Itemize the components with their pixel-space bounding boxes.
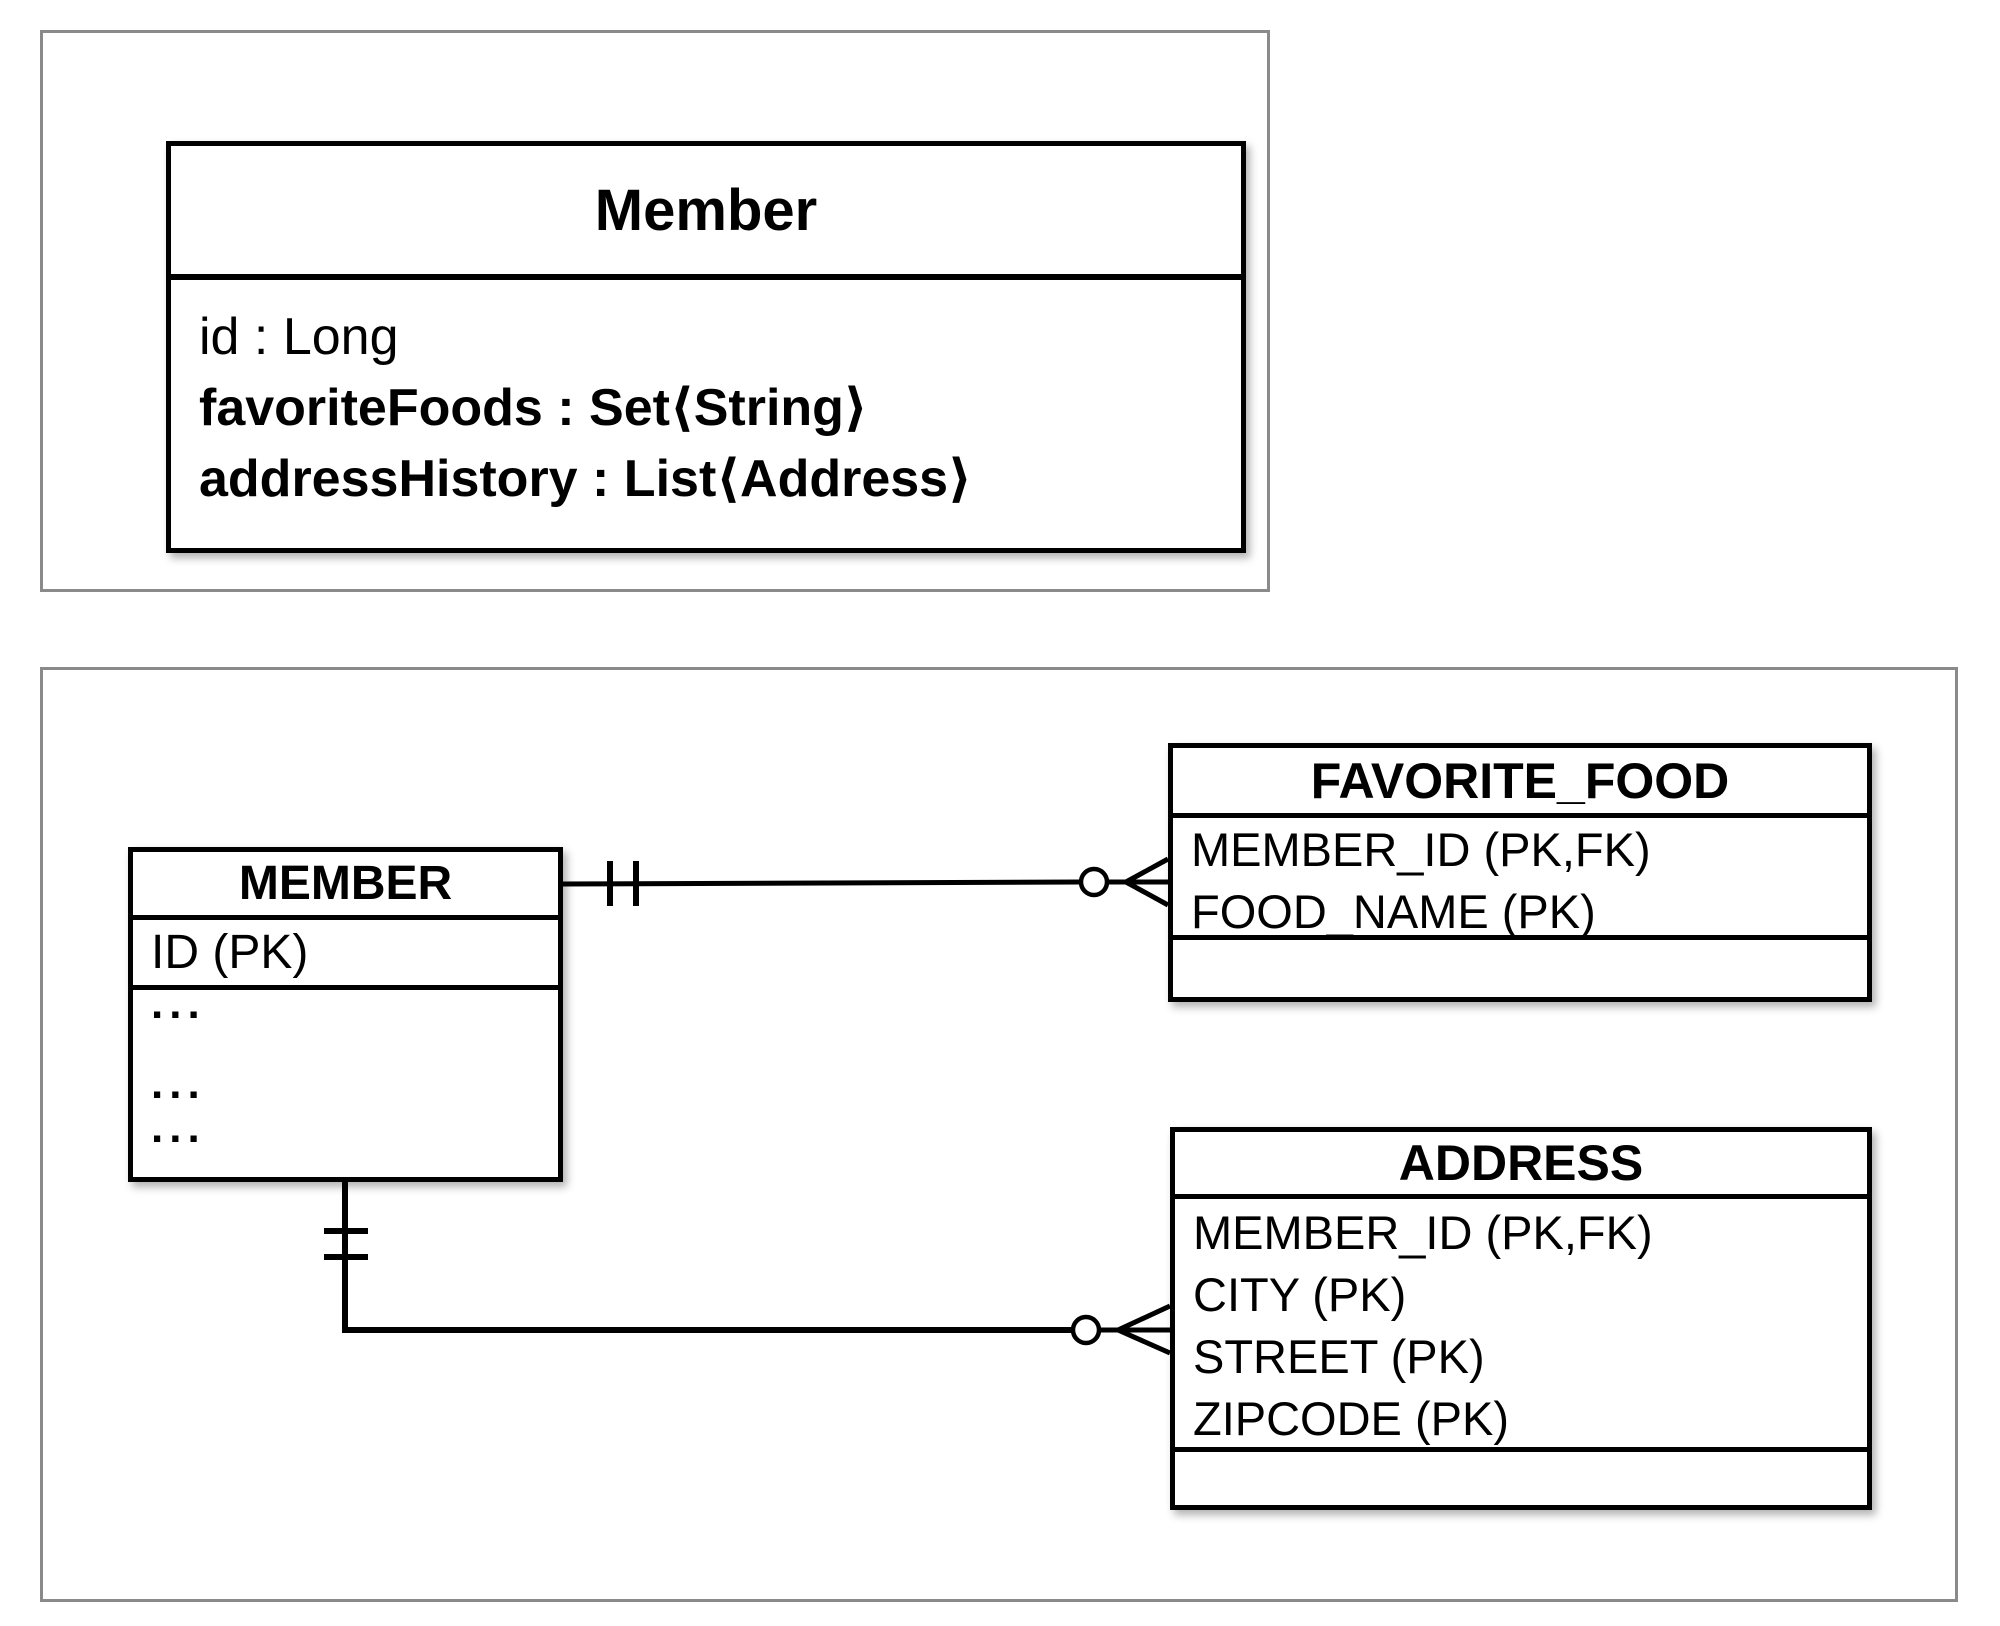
favorite-food-table-title: FAVORITE_FOOD	[1173, 748, 1867, 818]
member-table-body: ... ... ...	[133, 982, 558, 1172]
attr-favorite-foods: favoriteFoods : Set⟨String⟩	[199, 379, 868, 437]
address-columns: MEMBER_ID (PK,FK) CITY (PK) STREET (PK) …	[1175, 1199, 1867, 1452]
favorite-food-columns: MEMBER_ID (PK,FK) FOOD_NAME (PK)	[1173, 818, 1867, 940]
column-member-id: MEMBER_ID (PK,FK)	[1191, 823, 1651, 876]
member-class-box: Member id : Long favoriteFoods : Set⟨Str…	[166, 141, 1246, 553]
member-table-title: MEMBER	[133, 852, 558, 920]
column-zipcode: ZIPCODE (PK)	[1193, 1392, 1509, 1445]
favorite-food-table: FAVORITE_FOOD MEMBER_ID (PK,FK) FOOD_NAM…	[1168, 743, 1872, 1002]
attr-id: id : Long	[199, 308, 399, 366]
attr-address-history: addressHistory : List⟨Address⟩	[199, 450, 972, 508]
column-city: CITY (PK)	[1193, 1268, 1407, 1321]
column-food-name: FOOD_NAME (PK)	[1191, 885, 1596, 938]
address-table: ADDRESS MEMBER_ID (PK,FK) CITY (PK) STRE…	[1170, 1127, 1872, 1510]
column-street: STREET (PK)	[1193, 1330, 1485, 1383]
ellipsis-row: ...	[151, 1059, 206, 1108]
address-table-title: ADDRESS	[1175, 1132, 1867, 1199]
ellipsis-row: ...	[151, 1103, 206, 1152]
column-member-id: MEMBER_ID (PK,FK)	[1193, 1206, 1653, 1259]
object-model-panel: Member id : Long favoriteFoods : Set⟨Str…	[40, 30, 1270, 592]
member-id-pk-row: ID (PK)	[133, 920, 558, 990]
member-table: MEMBER ID (PK) ... ... ...	[128, 847, 563, 1182]
member-class-title: Member	[171, 146, 1241, 280]
ellipsis-row: ...	[151, 979, 206, 1028]
member-class-attributes: id : Long favoriteFoods : Set⟨String⟩ ad…	[171, 280, 1241, 515]
